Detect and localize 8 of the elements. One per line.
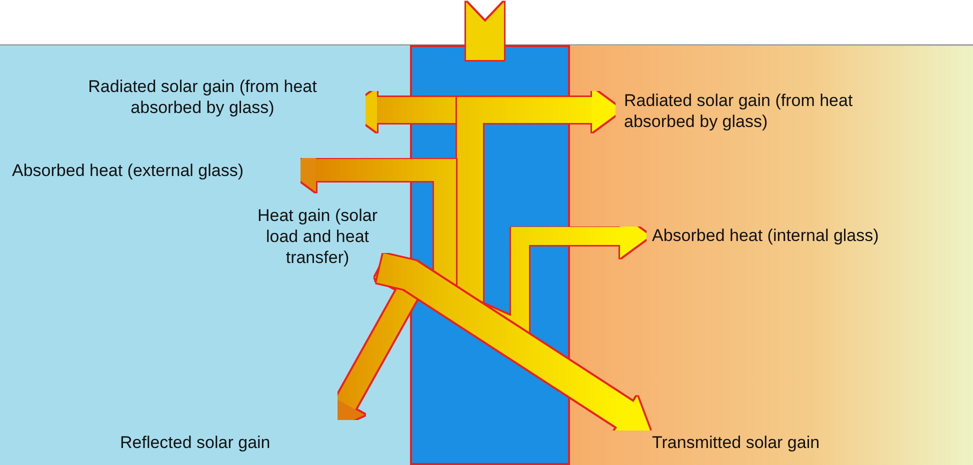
flow-label: Transmitted solar gain [652,432,882,453]
flow-label: Radiated solar gain (from heat absorbed by glass) [624,90,909,132]
flow-label: Absorbed heat (internal glass) [652,225,952,246]
flow-label: Heat gain (solar load and heat transfer) [255,205,380,268]
flow-label: Reflected solar gain [120,432,330,453]
heat-flow-arrow [376,253,650,434]
flow-label: Radiated solar gain (from heat absorbed by glass) [60,76,345,118]
flow-label: Absorbed heat (external glass) [12,160,284,181]
